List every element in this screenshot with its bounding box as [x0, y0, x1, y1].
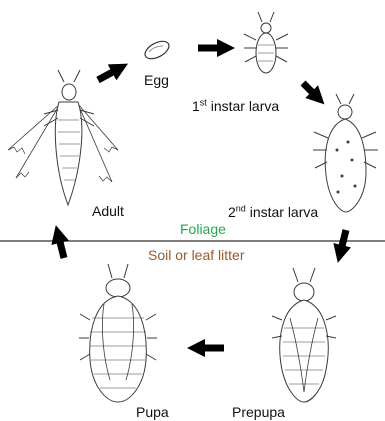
arrow-icon [303, 83, 318, 98]
stage-label-adult: Adult [92, 203, 124, 219]
arrow-icon [58, 234, 64, 258]
larva1-suffix: st [200, 97, 207, 107]
stage-label-egg: Egg [144, 72, 169, 88]
pupa-icon [79, 264, 157, 402]
larva2-ordinal: 2 [228, 204, 236, 220]
stage-label-larva2: 2nd instar larva [228, 204, 318, 220]
larva2-suffix: nd [236, 203, 246, 213]
egg-icon [142, 38, 172, 63]
zone-label-foliage: Foliage [180, 221, 226, 237]
larva2-text: instar larva [246, 204, 318, 220]
larva1-ordinal: 1 [192, 98, 200, 114]
prepupa-icon [272, 268, 336, 402]
larva-icon [244, 12, 288, 73]
stage-label-larva1: 1st instar larva [192, 98, 279, 114]
stage-label-prepupa: Prepupa [232, 404, 285, 420]
zone-label-soil: Soil or leaf litter [148, 247, 244, 263]
larva1-text: instar larva [207, 98, 279, 114]
larva-icon [313, 94, 378, 212]
arrow-icon [340, 230, 346, 254]
arrow-icon [98, 68, 120, 80]
adult-thrips-icon [8, 70, 118, 205]
stage-label-pupa: Pupa [136, 404, 169, 420]
